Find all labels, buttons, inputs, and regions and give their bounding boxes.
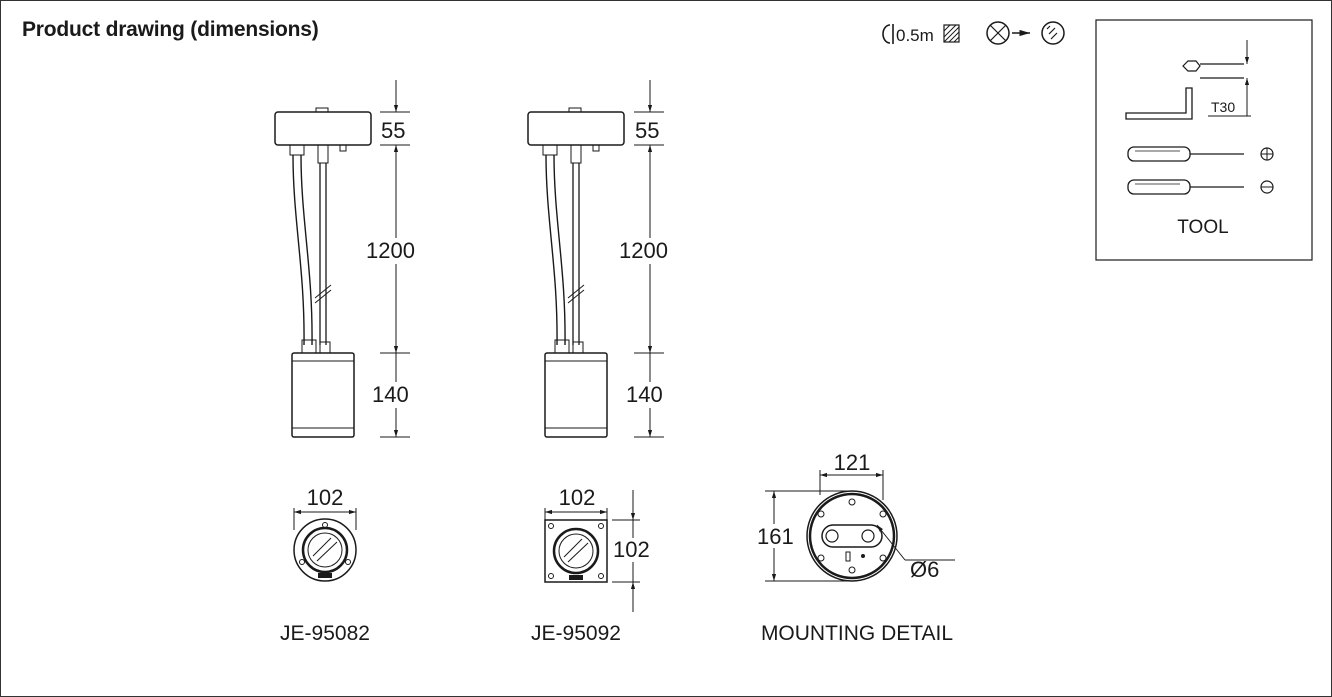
pendant-2-canopy-height: 55: [635, 118, 659, 143]
mounting-label: MOUNTING DETAIL: [761, 622, 953, 645]
mounting-hole-diameter: Ø6: [910, 557, 939, 582]
hex-key-icon: T30: [1125, 40, 1251, 120]
square-model-height: 102: [613, 537, 650, 562]
square-model-top-view: [544, 490, 658, 612]
pendant-2-body-height: 140: [626, 382, 663, 407]
installation-direction-icon: [986, 21, 1065, 45]
pendant-2-drawing: [527, 80, 682, 438]
tool-label: TOOL: [1177, 217, 1228, 238]
round-model-width: 102: [307, 485, 344, 510]
hex-key-size: T30: [1211, 99, 1235, 115]
mounting-width: 121: [834, 450, 871, 475]
hatch-icon: [943, 24, 960, 43]
square-model-width: 102: [559, 485, 596, 510]
pendant-1-body-height: 140: [372, 382, 409, 407]
round-model-label: JE-95082: [280, 622, 370, 645]
pendant-1-canopy-height: 55: [381, 118, 405, 143]
square-model-label: JE-95092: [531, 622, 621, 645]
mounting-height: 161: [757, 524, 794, 549]
cable-spec-text: 0.5m: [896, 26, 934, 45]
page-title: Product drawing (dimensions): [22, 18, 319, 41]
pendant-1-drawing: [274, 80, 430, 438]
pendant-2-cable-length: 1200: [619, 238, 668, 263]
tool-box: T30 TOOL: [1095, 19, 1313, 261]
cable-spec-symbol: 0.5m: [882, 24, 960, 45]
mounting-detail-view: [755, 470, 955, 582]
flat-screwdriver-icon: [1127, 179, 1274, 195]
round-model-top-view: [293, 508, 357, 582]
pendant-1-cable-length: 1200: [366, 238, 415, 263]
phillips-screwdriver-icon: [1127, 146, 1274, 162]
